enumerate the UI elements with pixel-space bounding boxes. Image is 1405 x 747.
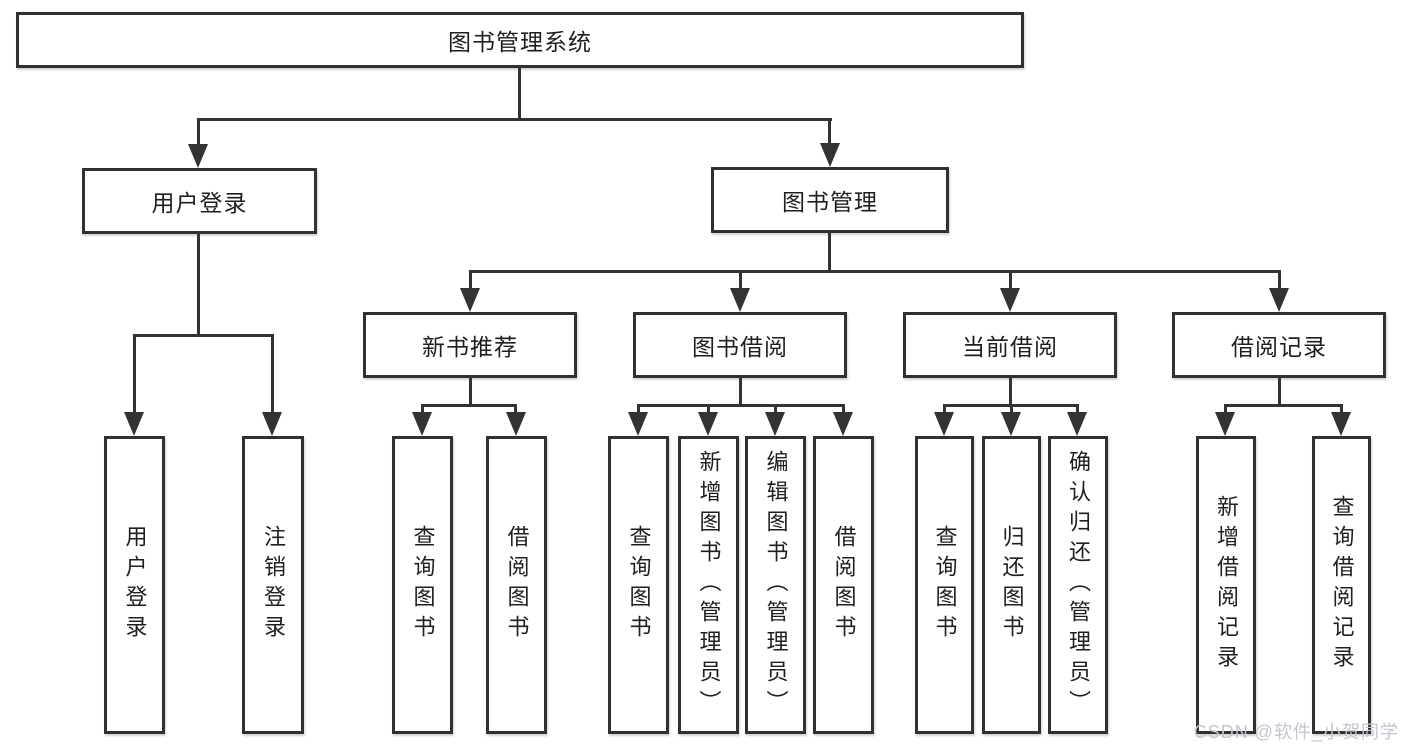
edge-borrow-arrowhead-2 [698, 412, 718, 436]
edge-mgmt-drop-2 [739, 270, 742, 290]
edge-root-stem [518, 68, 521, 120]
edge-login-arrowhead-1 [124, 412, 144, 436]
edge-mgmt-arrowhead-3 [1000, 288, 1020, 312]
node-book-borrow: 图书借阅 [633, 312, 847, 378]
node-current-borrow: 当前借阅 [903, 312, 1117, 378]
edge-current-drop-2 [1010, 404, 1013, 414]
node-root: 图书管理系统 [16, 12, 1024, 68]
edge-borrow-drop-2 [707, 404, 710, 414]
edge-current-drop-1 [943, 404, 946, 414]
edge-mgmt-drop-4 [1278, 270, 1281, 290]
edge-mgmt-arrowhead-4 [1269, 288, 1289, 312]
leaf-borrow-books-recommend: 借阅图书 [486, 436, 547, 734]
edge-borrow-drop-4 [842, 404, 845, 414]
leaf-query-books-borrow: 查询图书 [608, 436, 669, 734]
edge-borrow-drop-3 [774, 404, 777, 414]
edge-current-arrowhead-3 [1067, 412, 1087, 436]
edge-root-arrowhead-right [820, 143, 840, 167]
edge-borrow-arrowhead-4 [833, 412, 853, 436]
leaf-add-books-admin: 新增图书（管理员） [678, 436, 739, 734]
edge-recommend-drop-1 [421, 404, 424, 414]
edge-borrow-arrowhead-1 [628, 412, 648, 436]
edge-current-drop-3 [1076, 404, 1079, 414]
leaf-return-books: 归还图书 [982, 436, 1041, 734]
node-user-login: 用户登录 [82, 168, 317, 234]
edge-root-bar [197, 118, 832, 121]
edge-mgmt-drop-3 [1009, 270, 1012, 290]
edge-current-arrowhead-2 [1001, 412, 1021, 436]
leaf-edit-books-admin: 编辑图书（管理员） [745, 436, 806, 734]
edge-login-drop-2 [271, 334, 274, 414]
node-new-book-recommend: 新书推荐 [363, 312, 577, 378]
edge-borrow-bar [637, 404, 845, 407]
edge-login-stem [197, 234, 200, 336]
node-book-management: 图书管理 [711, 167, 949, 233]
edge-mgmt-drop-1 [469, 270, 472, 290]
leaf-logout: 注销登录 [242, 436, 304, 734]
leaf-borrow-books-borrow: 借阅图书 [813, 436, 874, 734]
edge-recommend-bar [421, 404, 517, 407]
edge-mgmt-arrowhead-1 [460, 288, 480, 312]
edge-mgmt-bar [469, 270, 1281, 273]
edge-mgmt-stem [828, 233, 831, 272]
node-borrow-record: 借阅记录 [1172, 312, 1386, 378]
edge-borrow-stem [739, 376, 742, 406]
edge-mgmt-arrowhead-2 [730, 288, 750, 312]
edge-login-bar [133, 334, 274, 337]
edge-borrow-arrowhead-3 [765, 412, 785, 436]
edge-recommend-stem [469, 376, 472, 406]
edge-borrow-drop-1 [637, 404, 640, 414]
leaf-add-borrow-record: 新增借阅记录 [1196, 436, 1256, 734]
edge-current-arrowhead-1 [934, 412, 954, 436]
edge-recommend-arrowhead-1 [412, 412, 432, 436]
edge-recommend-drop-2 [514, 404, 517, 414]
edge-root-drop-right [828, 118, 831, 145]
edge-root-drop-left [197, 118, 200, 146]
edge-record-drop-2 [1340, 404, 1343, 414]
edge-record-arrowhead-1 [1215, 412, 1235, 436]
edge-record-stem [1278, 376, 1281, 406]
edge-current-stem [1009, 376, 1012, 406]
leaf-query-books-current: 查询图书 [915, 436, 974, 734]
leaf-query-books-recommend: 查询图书 [392, 436, 453, 734]
leaf-query-borrow-record: 查询借阅记录 [1312, 436, 1371, 734]
edge-record-drop-1 [1224, 404, 1227, 414]
csdn-watermark: CSDN @软件_小贺同学 [1193, 722, 1399, 742]
edge-login-arrowhead-2 [262, 412, 282, 436]
leaf-user-login: 用户登录 [104, 436, 165, 734]
edge-record-bar [1224, 404, 1343, 407]
leaf-confirm-return-admin: 确认归还（管理员） [1048, 436, 1108, 734]
edge-record-arrowhead-2 [1331, 412, 1351, 436]
edge-login-drop-1 [133, 334, 136, 414]
edge-recommend-arrowhead-2 [506, 412, 526, 436]
edge-root-arrowhead-left [188, 144, 208, 168]
